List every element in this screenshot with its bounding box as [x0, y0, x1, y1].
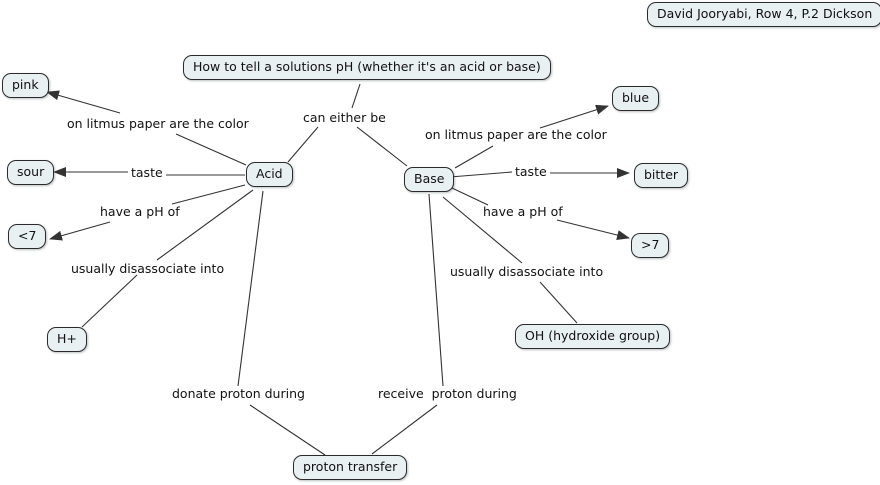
line-ph-left-to-less-than-7: [49, 221, 111, 241]
line-can-either-be-to-acid: [287, 126, 319, 163]
line-acid-to-litmus-left: [175, 133, 247, 166]
line-receive-to-proton-transfer: [371, 404, 438, 455]
link-label-acid-dissociate[interactable]: usually disassociate into: [71, 261, 225, 276]
link-label-acid-taste[interactable]: taste: [131, 165, 163, 180]
line-title-to-can-either-be: [351, 83, 361, 109]
line-base-to-taste-right: [449, 171, 513, 178]
concept-node-less-than-7[interactable]: <7: [8, 224, 47, 249]
link-label-base-receive[interactable]: receive proton during: [378, 386, 517, 401]
line-base-to-receive: [428, 193, 444, 387]
link-label-acid-donate[interactable]: donate proton during: [172, 386, 305, 401]
link-label-can-either-be[interactable]: can either be: [303, 110, 386, 125]
line-base-to-litmus-right: [454, 145, 494, 169]
concept-node-acid[interactable]: Acid: [246, 162, 293, 187]
line-base-to-ph-right: [451, 187, 489, 206]
concept-node-bitter[interactable]: bitter: [634, 163, 689, 188]
concept-node-title[interactable]: How to tell a solutions pH (whether it's…: [183, 55, 551, 80]
line-acid-to-dissociate-left: [156, 189, 254, 261]
link-label-acid-ph[interactable]: have a pH of: [100, 204, 180, 219]
line-base-to-dissociate-right: [442, 196, 523, 264]
concept-node-pink[interactable]: pink: [2, 73, 49, 98]
student-info-box[interactable]: David Jooryabi, Row 4, P.2 Dickson: [647, 2, 880, 27]
concept-node-greater-than-7[interactable]: >7: [631, 233, 670, 258]
concept-node-proton-transfer[interactable]: proton transfer: [293, 455, 408, 480]
line-acid-to-ph-left: [171, 184, 246, 205]
concept-node-base[interactable]: Base: [404, 167, 455, 192]
line-dissociate-left-to-h-plus: [81, 274, 138, 328]
link-label-acid-litmus[interactable]: on litmus paper are the color: [67, 116, 249, 131]
concept-node-sour[interactable]: sour: [7, 160, 55, 185]
line-ph-right-to-greater-than-7: [556, 219, 630, 240]
link-label-base-ph[interactable]: have a pH of: [483, 204, 563, 219]
concept-node-h-plus[interactable]: H+: [47, 327, 87, 352]
line-donate-to-proton-transfer: [249, 404, 326, 456]
line-acid-to-donate: [237, 190, 264, 387]
link-label-base-taste[interactable]: taste: [515, 164, 547, 179]
line-dissociate-right-to-hydroxide: [539, 281, 578, 324]
line-litmus-left-to-pink: [46, 90, 121, 114]
line-can-either-be-to-base: [356, 126, 408, 167]
link-label-base-dissociate[interactable]: usually disassociate into: [450, 264, 604, 279]
line-litmus-right-to-blue: [539, 104, 609, 129]
concept-node-hydroxide[interactable]: OH (hydroxide group): [515, 324, 671, 349]
link-label-base-litmus[interactable]: on litmus paper are the color: [425, 127, 607, 142]
concept-node-blue[interactable]: blue: [612, 86, 660, 111]
